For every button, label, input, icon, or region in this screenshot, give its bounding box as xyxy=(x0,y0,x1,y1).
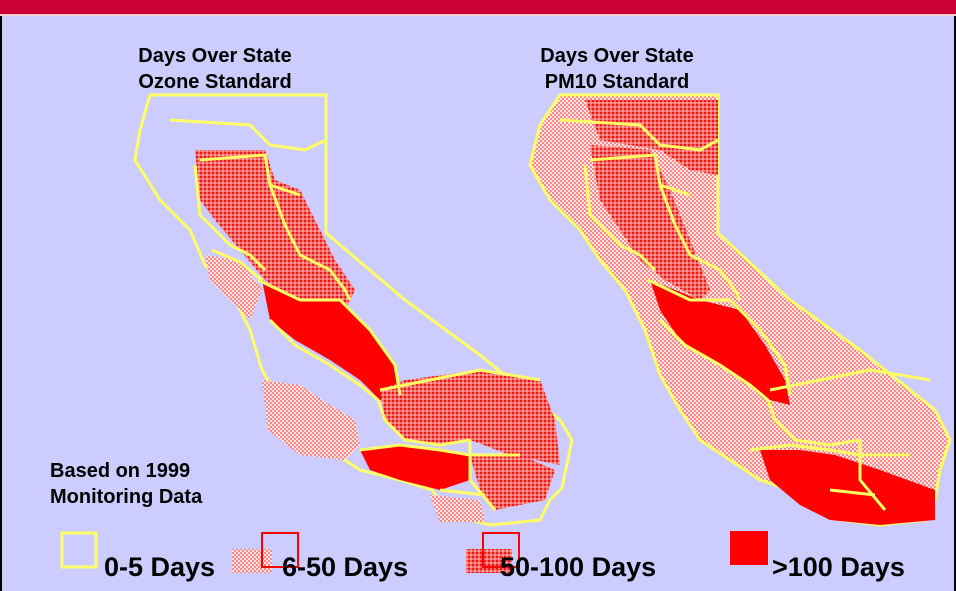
header-bar-edge xyxy=(0,14,956,16)
ozone-san-diego xyxy=(430,495,485,522)
ozone-se-desert xyxy=(470,455,555,510)
note-line1: Based on 1999 xyxy=(50,460,191,482)
ozone-san-joaquin xyxy=(262,280,400,400)
ozone-mojave xyxy=(380,370,560,465)
legend-swatch-6-50-frame xyxy=(261,532,299,568)
ozone-map-title: Days Over State Ozone Standard xyxy=(90,43,340,95)
ozone-title-line1: Days Over State xyxy=(138,45,292,67)
ozone-district-lines xyxy=(169,118,541,511)
ozone-bay-area xyxy=(205,255,262,320)
legend-swatch-50-100-frame xyxy=(482,532,520,568)
ozone-map xyxy=(133,93,574,527)
pm10-sacramento-valley xyxy=(590,145,710,300)
data-source-note: Based on 1999 Monitoring Data xyxy=(50,458,202,510)
legend-swatches xyxy=(60,531,768,573)
ozone-south-coast xyxy=(360,445,470,490)
pm10-san-joaquin xyxy=(650,280,790,405)
header-bar xyxy=(0,0,956,16)
legend-swatch-0-5 xyxy=(60,531,98,569)
legend-label-0-5: 0-5 Days xyxy=(104,552,216,582)
ozone-central-coast xyxy=(262,380,360,460)
pm10-district-lines xyxy=(559,118,931,511)
legend-label-50-100: 50-100 Days xyxy=(500,552,657,582)
ozone-sacramento-valley xyxy=(195,150,355,320)
note-line2: Monitoring Data xyxy=(50,486,203,508)
legend-swatch-100-plus xyxy=(730,531,768,565)
legend-swatch-50-100-fill xyxy=(466,549,512,573)
legend-label-6-50: 6-50 Days xyxy=(282,552,409,582)
pm10-south-coast xyxy=(760,450,935,525)
legend-label-100-plus: >100 Days xyxy=(772,552,905,582)
legend-swatch-6-50-fill xyxy=(232,549,272,573)
pm10-map-title: Days Over State PM10 Standard xyxy=(492,43,742,95)
pm10-map xyxy=(528,93,952,527)
pm10-title-line1: Days Over State xyxy=(540,45,694,67)
ozone-title-line2: Ozone Standard xyxy=(138,71,292,93)
pm10-title-line2: PM10 Standard xyxy=(544,71,690,93)
